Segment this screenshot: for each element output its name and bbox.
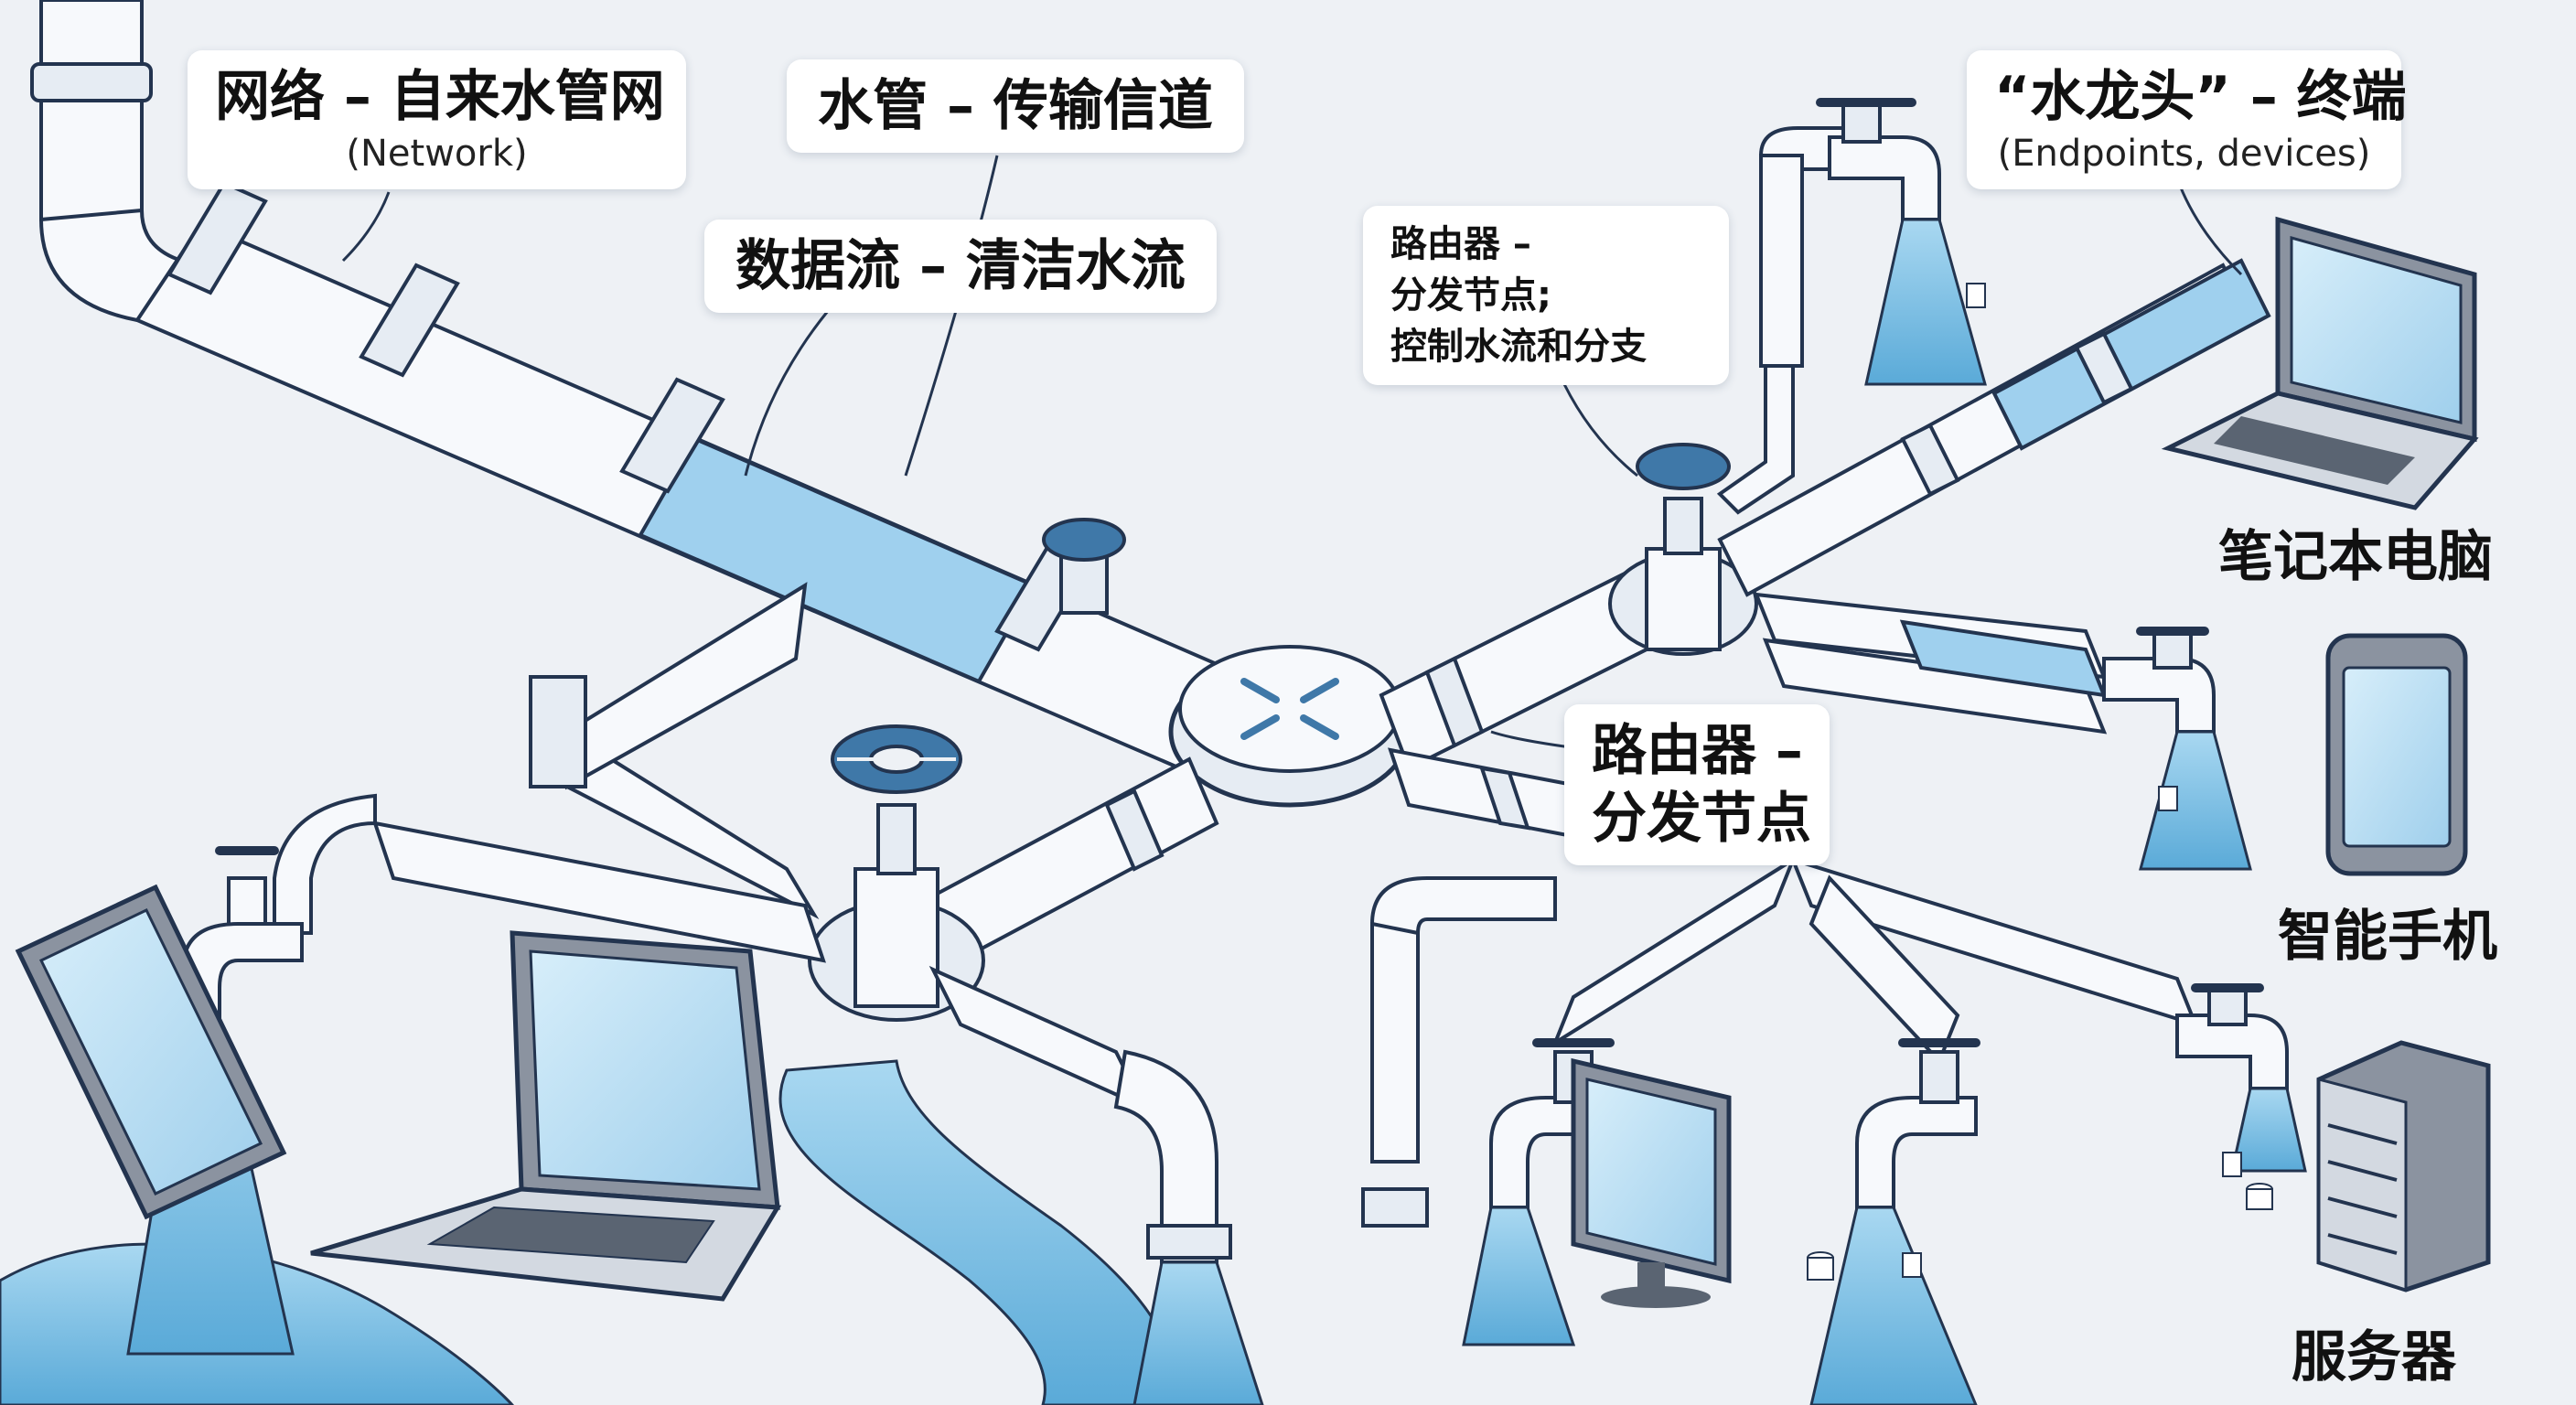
router-hub [1168, 645, 1411, 808]
router-junction-left [808, 803, 985, 1022]
callout-faucet-subtitle: (Endpoints, devices) [1997, 133, 2371, 175]
callout-network: 网络 – 自来水管网 (Network) [188, 50, 686, 189]
callout-dataflow-title: 数据流 – 清洁水流 [735, 234, 1186, 298]
callout-router-control-line-1: 路由器 – [1390, 223, 1531, 265]
valve-wheel-icon [831, 724, 962, 794]
pipe-to-left-faucet [273, 793, 826, 963]
label-server: 服务器 [2292, 1325, 2456, 1389]
leader-lines [341, 155, 2243, 752]
server-icon [2316, 1040, 2491, 1292]
callout-router-line-2: 分发节点 [1592, 787, 1811, 851]
water-jet-top-faucet [1864, 218, 1987, 386]
pipe-to-laptop [1717, 258, 2271, 597]
pipe-left-branch [529, 582, 820, 920]
smartphone-icon [15, 884, 287, 1220]
laptop-icon [310, 930, 782, 1302]
pipe-down-to-stream [928, 965, 1232, 1264]
pipe-to-lower-faucets [1361, 855, 2199, 1228]
faucet-icon [2175, 983, 2289, 1090]
water-stream-middle [778, 1059, 1182, 1405]
callout-router-control: 路由器 – 分发节点; 控制水流和分支 [1363, 206, 1729, 385]
main-pipe [30, 0, 1302, 799]
label-laptop: 笔记本电脑 [2218, 525, 2493, 589]
monitor-icon [1571, 1057, 1732, 1308]
faucet-icon [1816, 98, 1941, 221]
callout-faucet-title: “水龙头” – 终端 [1994, 65, 2407, 129]
callout-network-subtitle: (Network) [346, 133, 528, 175]
faucet-icon [1855, 1038, 1980, 1209]
callout-router-line-1: 路由器 – [1592, 719, 1803, 783]
database-icon [1807, 1183, 2273, 1281]
valve-wheel-icon [1042, 518, 1126, 615]
document-icon [1902, 283, 2242, 1278]
router-arrows-icon [1240, 678, 1339, 740]
callout-pipe: 水管 – 传输信道 [787, 59, 1244, 153]
callout-router-control-line-3: 控制水流和分支 [1390, 326, 1647, 368]
water-jet-smartphone [2139, 730, 2252, 871]
callout-router-control-line-2: 分发节点; [1390, 274, 1551, 316]
faucet-icon [181, 846, 304, 1026]
laptop-icon [2161, 216, 2479, 510]
label-smartphone: 智能手机 [2278, 905, 2497, 969]
faucet-icon [2102, 627, 2216, 734]
smartphone-icon [2325, 633, 2468, 876]
callout-pipe-title: 水管 – 传输信道 [818, 74, 1213, 138]
water-jet-monitor [1462, 1206, 1576, 1346]
callout-router: 路由器 – 分发节点 [1564, 704, 1830, 865]
callout-faucet: “水龙头” – 终端 (Endpoints, devices) [1967, 50, 2407, 189]
water-jet-server [2230, 1087, 2307, 1173]
callout-dataflow: 数据流 – 清洁水流 [704, 220, 1217, 313]
router-junction-right [1608, 443, 1758, 656]
pipe-to-top-faucet [1716, 126, 1868, 515]
callout-network-title: 网络 – 自来水管网 [215, 65, 665, 129]
waterfall-center [1132, 1260, 1264, 1405]
water-jet-bottom [1809, 1206, 1978, 1405]
